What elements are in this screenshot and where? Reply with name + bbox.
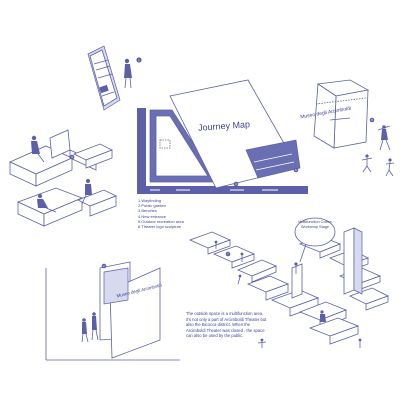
legend-item: 1.Wayfinding — [138, 198, 161, 203]
marker-4-label: 4 — [235, 182, 237, 186]
marker-1 — [136, 57, 142, 63]
marker-2-label: 2 — [103, 264, 105, 268]
callout-bubble — [294, 217, 336, 263]
marker-6-label: 6 — [295, 168, 297, 172]
legend-item: 2.Public garden — [138, 203, 166, 209]
wayfinding-poster — [87, 45, 121, 111]
marker-3 — [69, 154, 75, 160]
seated-figures — [31, 135, 92, 213]
recreation-modules — [188, 227, 390, 345]
callout-text: Multifunction Coffee Workshop Stage — [298, 220, 332, 229]
marker-7 — [225, 251, 231, 257]
museo-cube — [313, 79, 370, 149]
marker-2 — [101, 263, 107, 269]
person-figure — [124, 58, 132, 89]
entrance-wall — [45, 261, 180, 361]
legend-item: 6.Theater logo sculpture — [138, 224, 182, 230]
recreation-figures — [214, 240, 362, 348]
legend-item: 3.Benches — [138, 208, 157, 214]
legend-item: 4.New entrance — [138, 213, 167, 219]
walking-figures — [81, 312, 99, 343]
marker-3-label: 3 — [71, 155, 73, 159]
legend: 1.Wayfinding 2.Public garden 3.Benches 4… — [138, 198, 208, 229]
marker-5 — [369, 117, 375, 123]
marker-7-label: 7 — [227, 252, 229, 256]
journey-map — [137, 79, 308, 194]
marker-5-label: 5 — [371, 118, 373, 122]
legend-item: 5.Outdoor recreation area — [138, 218, 184, 224]
dancing-figures — [361, 125, 395, 177]
bench-set — [9, 129, 117, 227]
marker-1-label: 1 — [138, 59, 140, 63]
marker-4 — [233, 181, 239, 187]
description-paragraph: The outside space is a multifunction are… — [186, 311, 267, 339]
marker-6 — [293, 167, 299, 173]
